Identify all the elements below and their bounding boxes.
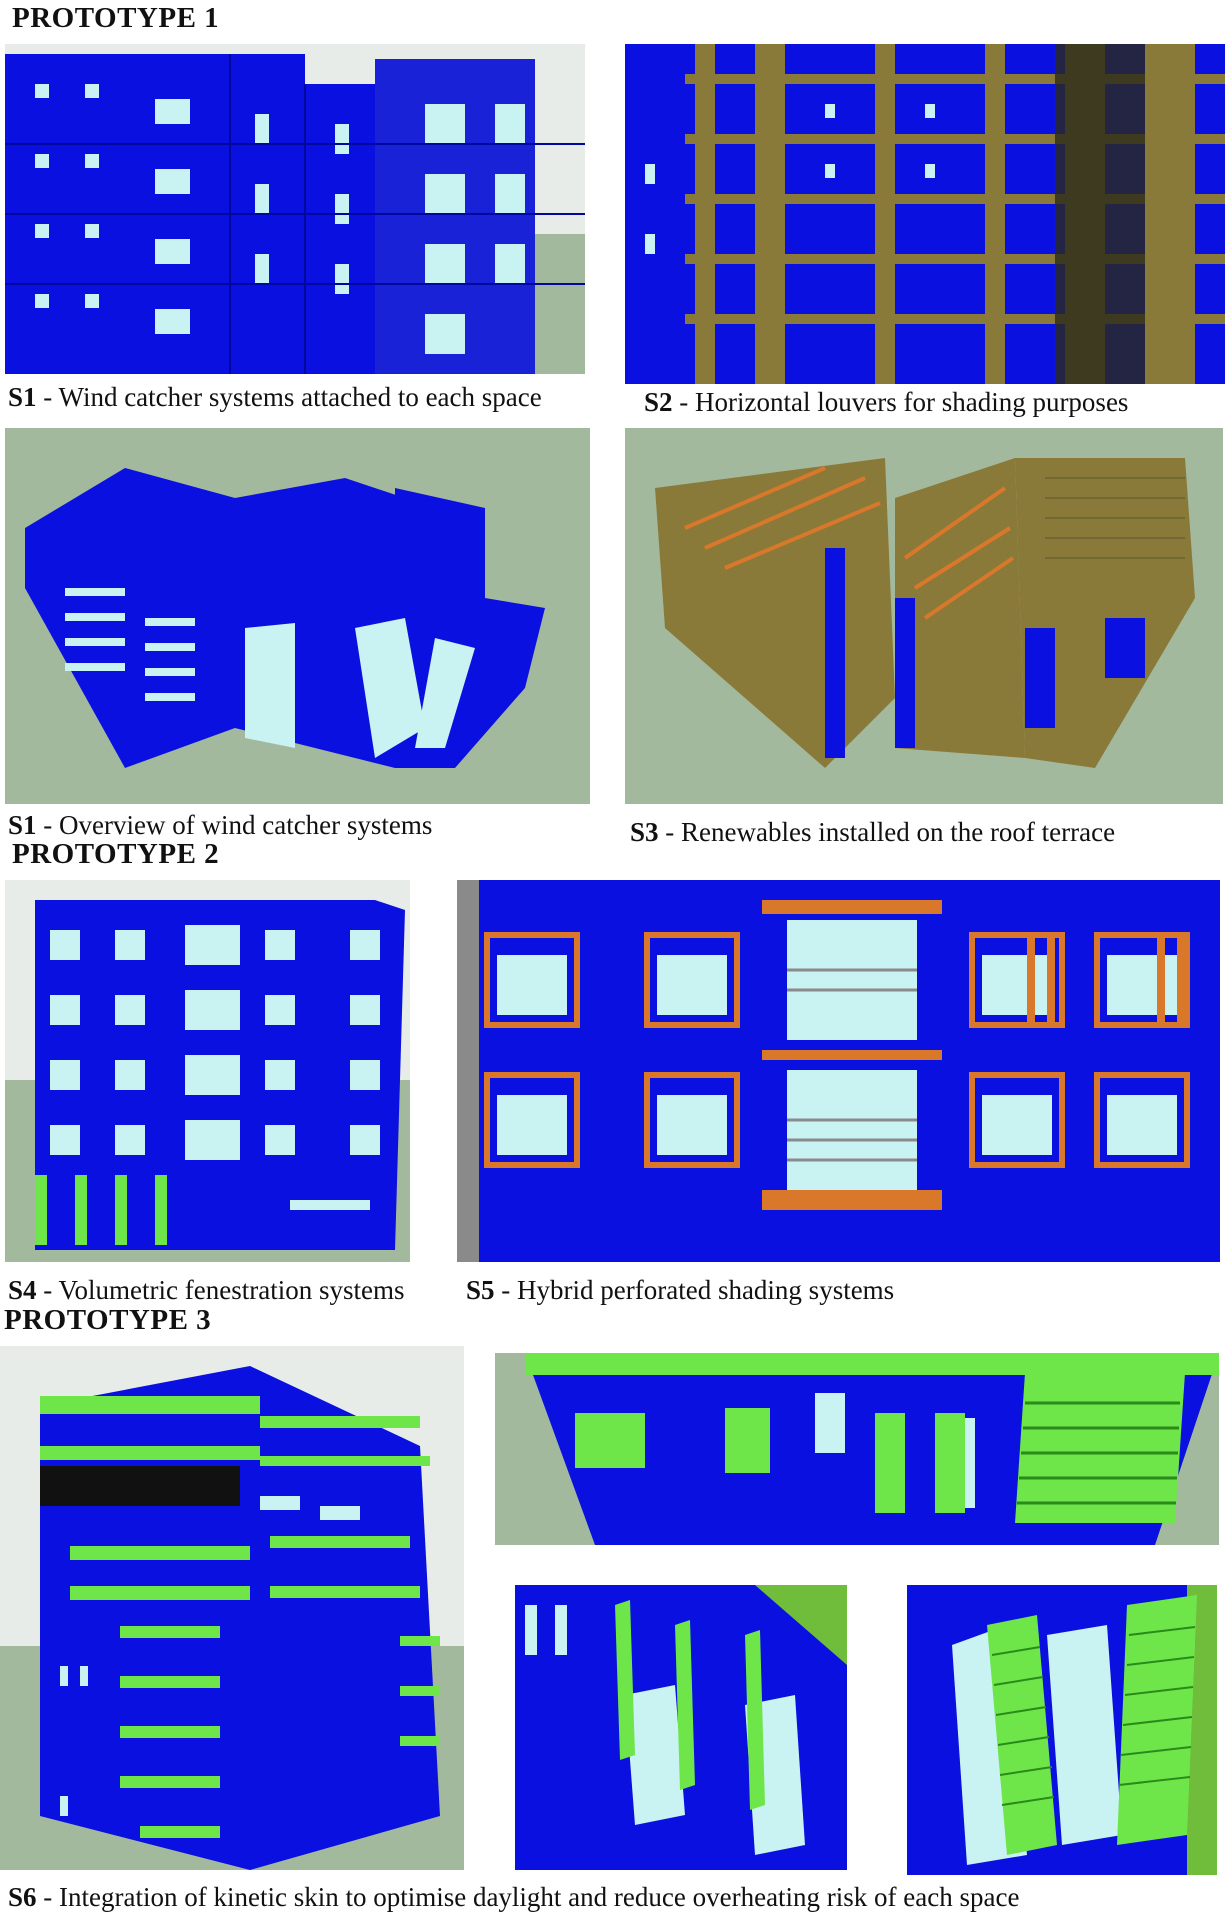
caption-s1-wind-catcher: S1 - Wind catcher systems attached to ea… <box>8 382 542 413</box>
caption-text: - Integration of kinetic skin to optimis… <box>36 1882 1020 1912</box>
s4-volumetric-fenestration-image <box>5 880 410 1262</box>
caption-s5-hybrid-shading: S5 - Hybrid perforated shading systems <box>466 1275 894 1306</box>
s6-kinetic-skin-building-image <box>0 1346 464 1870</box>
caption-code: S2 <box>644 387 673 417</box>
caption-s2-louvers: S2 - Horizontal louvers for shading purp… <box>644 387 1128 418</box>
caption-code: S5 <box>466 1275 495 1305</box>
prototype-1-heading: PROTOTYPE 1 <box>12 2 220 34</box>
caption-code: S1 <box>8 810 37 840</box>
caption-text: - Renewables installed on the roof terra… <box>658 817 1116 847</box>
caption-text: - Wind catcher systems attached to each … <box>36 382 542 412</box>
s2-horizontal-louvers-image <box>625 44 1225 384</box>
caption-s6-kinetic-skin: S6 - Integration of kinetic skin to opti… <box>8 1882 1019 1913</box>
caption-s3-renewables: S3 - Renewables installed on the roof te… <box>630 817 1115 848</box>
prototype-2-heading: PROTOTYPE 2 <box>12 838 220 870</box>
caption-code: S1 <box>8 382 37 412</box>
caption-text: - Volumetric fenestration systems <box>36 1275 405 1305</box>
s1-wind-catcher-image <box>5 44 585 374</box>
s1-overview-image <box>5 428 590 804</box>
s6-kinetic-skin-detail-left-image <box>515 1585 847 1870</box>
s6-kinetic-skin-detail-right-image <box>907 1585 1217 1875</box>
caption-code: S6 <box>8 1882 37 1912</box>
s3-renewables-image <box>625 428 1223 804</box>
s6-kinetic-skin-detail-top-image <box>495 1353 1219 1545</box>
caption-s4-fenestration: S4 - Volumetric fenestration systems <box>8 1275 404 1306</box>
caption-code: S3 <box>630 817 659 847</box>
caption-s1-overview: S1 - Overview of wind catcher systems <box>8 810 432 841</box>
s5-hybrid-shading-image <box>457 880 1220 1262</box>
caption-code: S4 <box>8 1275 37 1305</box>
caption-text: - Overview of wind catcher systems <box>36 810 433 840</box>
prototype-3-heading: PROTOTYPE 3 <box>4 1304 212 1336</box>
caption-text: - Horizontal louvers for shading purpose… <box>672 387 1129 417</box>
caption-text: - Hybrid perforated shading systems <box>494 1275 895 1305</box>
